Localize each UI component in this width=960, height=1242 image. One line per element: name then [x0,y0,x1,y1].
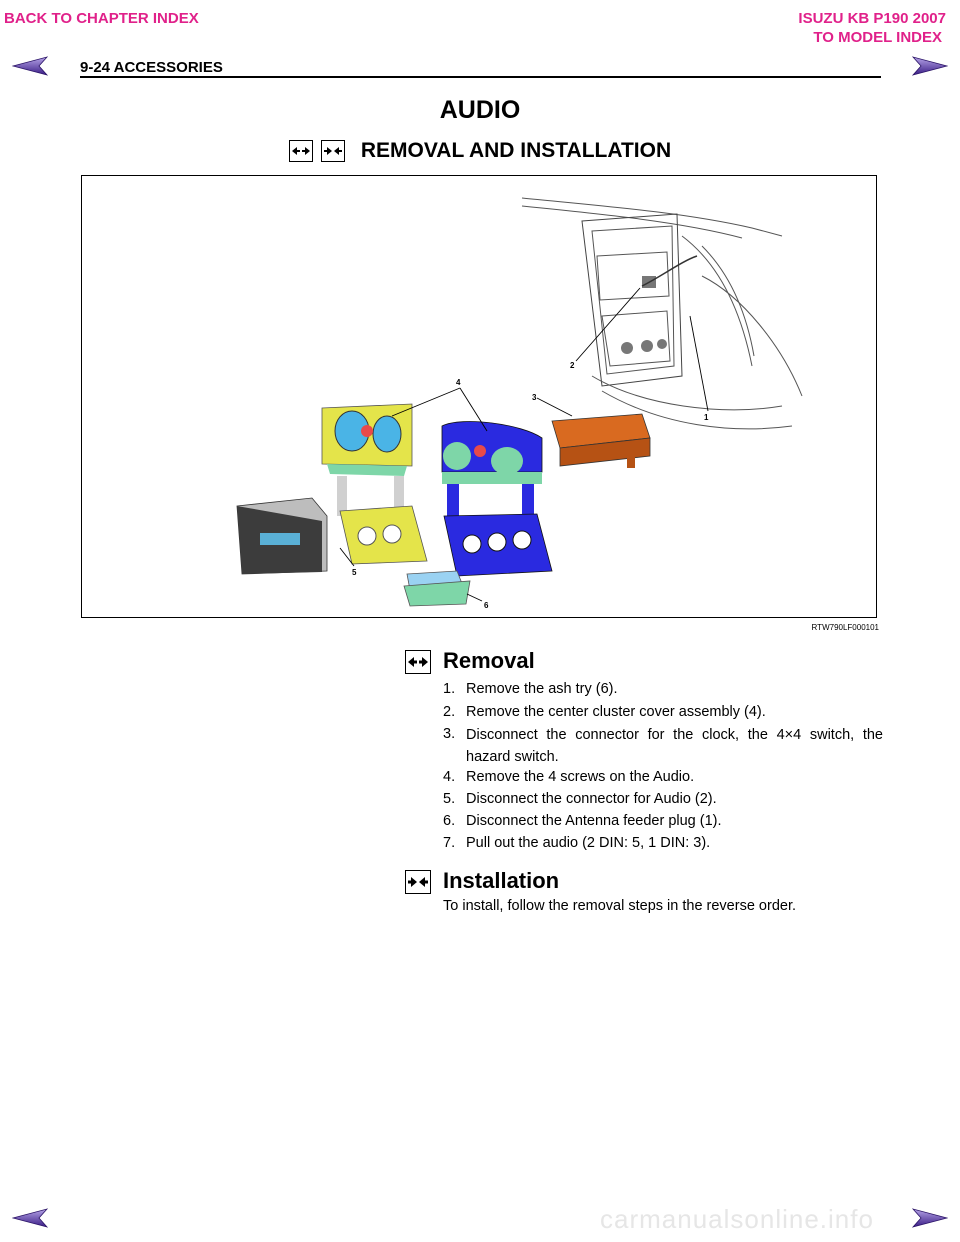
step-number: 3. [443,726,456,742]
figure-code: RTW790LF000101 [811,623,879,632]
callout-3: 3 [532,393,537,402]
back-to-chapter-index-link[interactable]: BACK TO CHAPTER INDEX [4,10,199,27]
cluster-cover-yellow [321,403,428,565]
section-label: 9-24 ACCESSORIES [80,59,223,76]
step-text: Pull out the audio (2 DIN: 5, 1 DIN: 3). [466,835,711,851]
callout-1: 1 [704,413,709,422]
step-number: 7. [443,835,456,851]
previous-page-arrow-icon[interactable] [12,1208,48,1228]
page-subtitle: REMOVAL AND INSTALLATION [360,139,672,162]
removal-symbol-icon [405,650,431,674]
to-model-index-link[interactable]: TO MODEL INDEX [813,29,942,46]
next-page-arrow-icon[interactable] [912,56,948,76]
audio-assembly-illustration: 1 2 3 4 5 6 [236,197,803,610]
step-text: Disconnect the connector for the clock, … [466,727,883,765]
removal-heading: Removal [443,648,535,673]
step-text: Disconnect the connector for Audio (2). [466,791,717,807]
next-page-arrow-icon[interactable] [912,1208,948,1228]
callout-6: 6 [484,601,489,610]
installation-heading: Installation [443,868,560,893]
audio-unit-2din [236,497,328,575]
page-title: AUDIO [439,96,521,124]
header-divider [80,76,881,78]
ash-tray [403,570,471,607]
subtitle-row: REMOVAL AND INSTALLATION [0,137,960,165]
cluster-cover-blue [441,421,553,577]
installation-text: To install, follow the removal steps in … [443,898,796,914]
step-number: 1. [443,681,456,697]
removal-step: 3. Disconnect the connector for the cloc… [443,724,883,768]
installation-symbol-icon [405,870,431,894]
step-text: Remove the ash try (6). [466,681,618,697]
step-text: Disconnect the Antenna feeder plug (1). [466,813,722,829]
callout-5: 5 [352,568,357,577]
previous-page-arrow-icon[interactable] [12,56,48,76]
installation-symbol-icon [320,140,345,162]
step-number: 4. [443,769,456,785]
step-number: 5. [443,791,456,807]
audio-unit-1din [551,413,651,468]
step-number: 6. [443,813,456,829]
step-number: 2. [443,704,456,720]
watermark: carmanualsonline.info [600,1204,874,1234]
removal-symbol-icon [288,140,313,162]
exploded-view-figure: 1 2 3 4 5 6 [81,175,877,618]
callout-2: 2 [570,361,575,370]
step-text: Remove the 4 screws on the Audio. [466,769,695,785]
step-text: Remove the center cluster cover assembly… [466,704,766,720]
brand-model-link[interactable]: ISUZU KB P190 2007 [798,10,946,27]
callout-4: 4 [456,378,461,387]
